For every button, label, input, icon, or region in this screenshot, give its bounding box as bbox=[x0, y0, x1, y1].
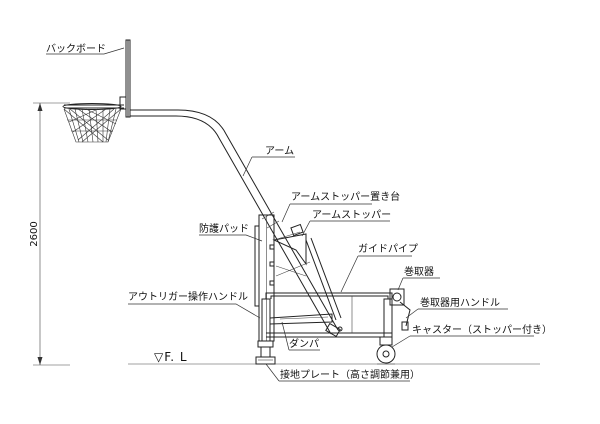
label-winder-handle: 巻取器用ハンドル bbox=[420, 297, 500, 309]
backboard bbox=[119, 39, 131, 118]
base-frame bbox=[261, 292, 393, 342]
leader-lines bbox=[46, 47, 534, 382]
ground-plate bbox=[255, 340, 276, 365]
label-arm: アーム bbox=[265, 145, 294, 157]
label-arm-stopper: アームストッパー bbox=[312, 209, 391, 221]
hoop-net bbox=[62, 103, 124, 143]
main-frame bbox=[254, 214, 311, 342]
caster bbox=[376, 336, 396, 365]
label-guide-pipe: ガイドパイプ bbox=[358, 243, 418, 255]
winder bbox=[389, 288, 411, 331]
label-pad: 防護パッド bbox=[199, 222, 249, 235]
label-damper: ダンパ bbox=[289, 337, 319, 350]
floor-level-label: ▽F. L bbox=[154, 350, 188, 364]
label-winder: 巻取器 bbox=[404, 266, 434, 278]
label-arm-stopper-seat: アームストッパー置き台 bbox=[291, 190, 400, 203]
height-dimension: 2600 bbox=[29, 102, 70, 366]
label-ground-plate: 接地プレート（高さ調節兼用） bbox=[280, 368, 420, 381]
guide-pipe bbox=[305, 237, 342, 321]
height-dimension-value: 2600 bbox=[29, 221, 40, 246]
label-caster: キャスター（ストッパー付き） bbox=[412, 323, 552, 336]
floor-line: ▽F. L bbox=[128, 350, 540, 365]
label-outrigger-handle: アウトリガー操作ハンドル bbox=[128, 290, 248, 303]
label-backboard: バックボード bbox=[46, 43, 106, 55]
callout-labels: バックボード アーム アームストッパー置き台 アームストッパー 防護パッド ガイ… bbox=[46, 43, 552, 381]
